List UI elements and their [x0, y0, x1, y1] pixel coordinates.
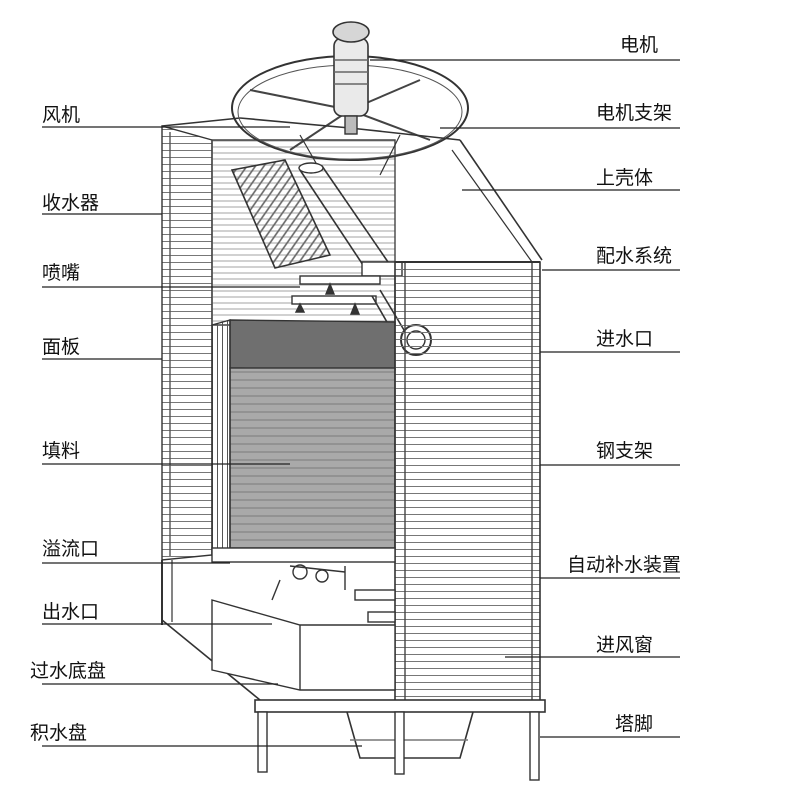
- fill-top-face: [229, 319, 396, 371]
- nozzle-1: [324, 282, 336, 295]
- leader-lines: [42, 59, 680, 747]
- label-motor-bracket: 电机支架: [596, 102, 673, 124]
- leg-1: [257, 711, 268, 773]
- label-steel-frame: 钢支架: [596, 440, 654, 462]
- leg-3: [529, 711, 540, 781]
- drift-eliminator-block: [230, 159, 332, 269]
- tower-drawing: [161, 21, 546, 781]
- fill-block: [229, 367, 396, 549]
- motor-body: [332, 21, 370, 135]
- label-drift-eliminator: 收水器: [42, 192, 100, 214]
- label-water-outlet: 出水口: [42, 601, 100, 623]
- makeup-valve: [271, 564, 346, 601]
- label-fill: 填料: [42, 440, 81, 462]
- collecting-basin-shape: [343, 704, 477, 759]
- leg-2: [394, 711, 405, 775]
- label-air-inlet-louver: 进风窗: [596, 634, 654, 656]
- nozzle-2: [349, 302, 361, 315]
- front-panel: [394, 261, 541, 706]
- label-overflow: 溢流口: [42, 538, 100, 560]
- base-frame: [254, 699, 546, 713]
- label-basin-tray: 过水底盘: [30, 660, 107, 682]
- label-water-inlet: 进水口: [596, 328, 654, 350]
- label-distribution-system: 配水系统: [596, 245, 673, 267]
- distribution-pipe: [291, 162, 403, 305]
- label-fan: 风机: [42, 104, 81, 126]
- label-auto-makeup: 自动补水装置: [567, 554, 682, 576]
- label-nozzle: 喷嘴: [42, 262, 81, 284]
- label-tower-leg: 塔脚: [615, 713, 654, 735]
- label-motor: 电机: [620, 34, 659, 56]
- label-panel: 面板: [42, 336, 81, 358]
- label-collecting-basin: 积水盘: [30, 722, 88, 744]
- label-upper-shell: 上壳体: [596, 167, 654, 189]
